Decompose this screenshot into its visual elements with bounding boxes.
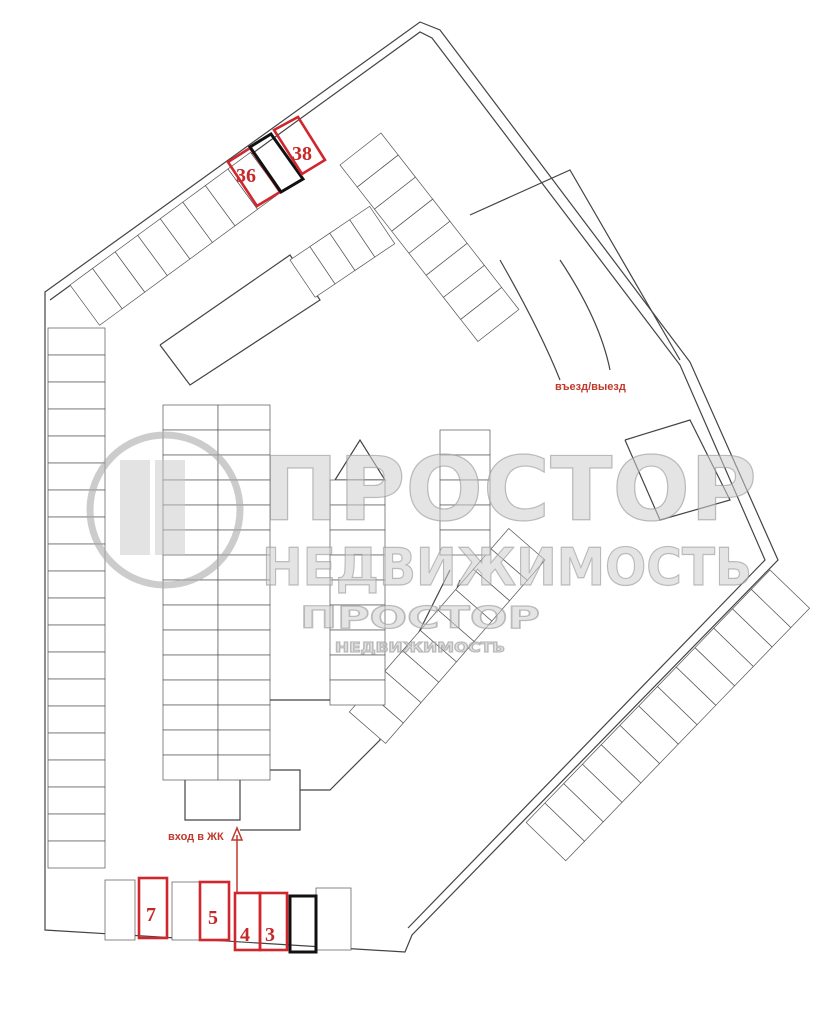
parking-space[interactable]	[217, 679, 271, 706]
parking-space[interactable]	[47, 651, 106, 680]
parking-space-5[interactable]	[198, 880, 231, 942]
parking-space[interactable]	[329, 679, 386, 706]
inner-wall	[49, 31, 766, 929]
parking-space-outlined-top[interactable]	[247, 131, 306, 195]
parking-space[interactable]	[47, 759, 106, 788]
parking-space[interactable]	[47, 786, 106, 815]
parking-space[interactable]	[162, 629, 219, 656]
parking-space[interactable]	[171, 881, 201, 941]
parking-space[interactable]	[162, 729, 219, 756]
parking-space[interactable]	[217, 604, 271, 631]
parking-space[interactable]	[439, 454, 491, 481]
right-core	[624, 419, 731, 521]
parking-space[interactable]	[162, 404, 219, 431]
watermark: ПРОСТОР НЕДВИЖИМОСТЬ ПРОСТОР НЕДВИЖИМОСТ…	[86, 431, 758, 657]
parking-space[interactable]	[162, 704, 219, 731]
parking-space[interactable]	[162, 679, 219, 706]
parking-space[interactable]	[217, 754, 271, 781]
space-label-3: 3	[265, 924, 275, 946]
parking-space[interactable]	[349, 205, 396, 258]
space-label-36: 36	[236, 165, 256, 187]
parking-space[interactable]	[47, 435, 106, 464]
parking-space[interactable]	[217, 579, 271, 606]
parking-space[interactable]	[47, 624, 106, 653]
parking-space[interactable]	[47, 813, 106, 842]
parking-space[interactable]	[525, 802, 585, 862]
parking-space[interactable]	[47, 543, 106, 572]
parking-space[interactable]	[47, 705, 106, 734]
parking-space[interactable]	[329, 579, 386, 606]
parking-space-outlined-bottom[interactable]	[288, 894, 318, 954]
parking-space[interactable]	[47, 327, 106, 356]
watermark-logo-bar-icon	[155, 460, 185, 555]
parking-space[interactable]	[439, 529, 491, 556]
parking-space[interactable]	[329, 654, 386, 681]
watermark-subtitle: НЕДВИЖИМОСТЬ	[262, 538, 752, 598]
annotations: въезд/выезд вход в ЖК	[168, 381, 626, 892]
parking-space[interactable]	[47, 408, 106, 437]
highlighted-spaces: 36 38 7 5 4 3	[137, 115, 327, 954]
parking-space[interactable]	[329, 504, 386, 531]
watermark-small-title: ПРОСТОР	[300, 601, 540, 636]
parking-space[interactable]	[329, 479, 386, 506]
ramp-curve-2	[559, 259, 611, 371]
watermark-logo-bar-icon	[120, 460, 150, 555]
space-label-38: 38	[292, 143, 312, 165]
space-label-7: 7	[146, 904, 156, 926]
parking-space[interactable]	[329, 554, 386, 581]
residential-entrance-label: вход в ЖК	[168, 831, 224, 843]
parking-space[interactable]	[47, 678, 106, 707]
parking-space[interactable]	[47, 381, 106, 410]
parking-space[interactable]	[217, 629, 271, 656]
ramp-wall	[469, 169, 681, 361]
parking-space-3[interactable]	[258, 891, 289, 952]
parking-space-38[interactable]	[272, 115, 327, 176]
parking-space[interactable]	[217, 479, 271, 506]
parking-space[interactable]	[162, 604, 219, 631]
parking-space[interactable]	[104, 879, 136, 941]
parking-space[interactable]	[217, 704, 271, 731]
parking-space[interactable]	[162, 754, 219, 781]
parking-space[interactable]	[460, 286, 520, 343]
watermark-small-subtitle: НЕДВИЖИМОСТЬ	[335, 641, 505, 656]
parking-space[interactable]	[315, 887, 352, 951]
parking-space[interactable]	[47, 840, 106, 869]
parking-space[interactable]	[47, 489, 106, 518]
parking-space[interactable]	[47, 354, 106, 383]
parking-space[interactable]	[162, 654, 219, 681]
ramp-curve	[499, 259, 561, 381]
upper-core	[159, 254, 321, 386]
watermark-logo-icon	[86, 431, 244, 589]
parking-space[interactable]	[217, 404, 271, 431]
parking-space[interactable]	[217, 654, 271, 681]
parking-space[interactable]	[439, 479, 491, 506]
parking-space[interactable]	[47, 597, 106, 626]
parking-space[interactable]	[217, 729, 271, 756]
parking-spaces	[47, 132, 811, 951]
parking-space-7[interactable]	[137, 876, 169, 940]
parking-space[interactable]	[329, 604, 386, 631]
parking-space[interactable]	[217, 504, 271, 531]
parking-space[interactable]	[47, 732, 106, 761]
entrance-exit-label: въезд/выезд	[555, 381, 626, 393]
parking-space[interactable]	[439, 504, 491, 531]
watermark-title: ПРОСТОР	[262, 438, 757, 541]
parking-space[interactable]	[47, 570, 106, 599]
space-label-5: 5	[208, 907, 218, 929]
entrance-arrowhead-icon	[230, 826, 244, 841]
space-label-4: 4	[240, 924, 250, 946]
